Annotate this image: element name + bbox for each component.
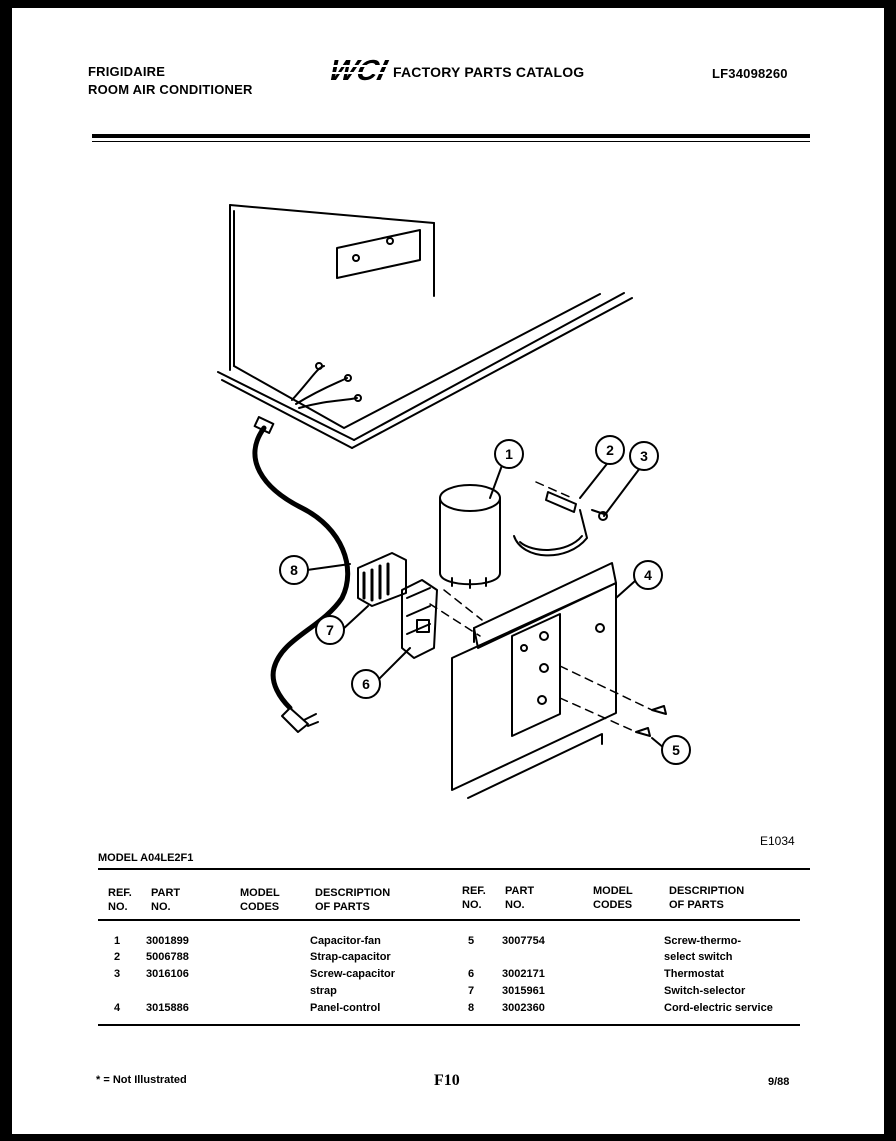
model-label: MODEL A04LE2F1 xyxy=(98,852,194,864)
product-type: ROOM AIR CONDITIONER xyxy=(88,82,253,97)
model-rule xyxy=(98,868,810,870)
callout-2-circle xyxy=(595,435,625,465)
figure-code: E1034 xyxy=(760,834,795,848)
callout-5-circle xyxy=(661,735,691,765)
table-bottom-rule xyxy=(98,1024,800,1026)
callout-3-circle xyxy=(629,441,659,471)
callout-8: 8 xyxy=(290,562,298,578)
not-illustrated-note: * = Not Illustrated xyxy=(96,1074,187,1086)
header-rule-thin xyxy=(92,141,810,142)
callout-1-circle xyxy=(494,439,524,469)
callout-6: 6 xyxy=(362,676,370,692)
header-rule-thick xyxy=(92,134,810,138)
catalog-number: LF34098260 xyxy=(712,66,788,81)
callout-8-circle xyxy=(279,555,309,585)
revision-date: 9/88 xyxy=(768,1076,790,1088)
callout-6-circle xyxy=(351,669,381,699)
wci-logo: WCI xyxy=(326,54,394,87)
callout-4: 4 xyxy=(644,567,652,583)
callout-4-circle xyxy=(633,560,663,590)
brand-name: FRIGIDAIRE xyxy=(88,64,166,79)
callout-7-circle xyxy=(315,615,345,645)
page-number: F10 xyxy=(434,1072,460,1089)
exploded-parts-diagram: 1 2 3 4 5 6 7 8 xyxy=(217,204,691,799)
catalog-title: FACTORY PARTS CATALOG xyxy=(393,64,585,80)
catalog-page: FRIGIDAIRE ROOM AIR CONDITIONER WCI FACT… xyxy=(12,8,884,1134)
callout-1: 1 xyxy=(505,446,513,462)
header-ref-no-right: REF.NO. xyxy=(462,885,486,911)
callout-5: 5 xyxy=(672,742,680,758)
table-header-rule xyxy=(98,919,800,921)
callout-2: 2 xyxy=(606,442,614,458)
logo-text: WCI xyxy=(326,54,391,84)
callout-7: 7 xyxy=(326,622,334,638)
callout-3: 3 xyxy=(640,448,648,464)
header-ref-no-left: REF.NO. xyxy=(108,887,132,913)
